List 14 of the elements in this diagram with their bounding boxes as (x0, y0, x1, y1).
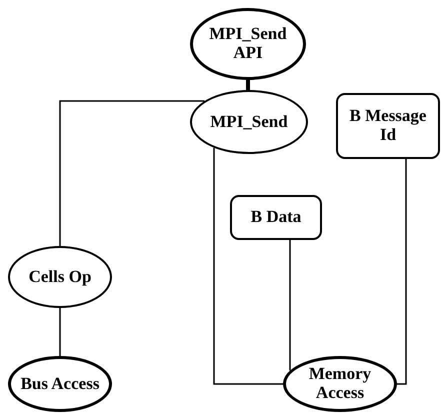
connector-line (213, 148, 283, 385)
connector-line (246, 80, 250, 90)
node-label: Bus Access (20, 374, 100, 394)
connector-line (59, 100, 204, 246)
rounded-box (230, 195, 322, 240)
node-label: B Message Id (348, 107, 428, 145)
rounded-box (336, 93, 440, 159)
connector-line (397, 159, 407, 385)
node-label: Cells Op (28, 268, 92, 286)
node-label: B Data (250, 208, 302, 227)
node-label: Memory Access (308, 365, 372, 403)
connector-line (59, 308, 61, 356)
node-label: MPI_Send (210, 112, 288, 132)
node-label: MPI_Send API (208, 25, 288, 63)
